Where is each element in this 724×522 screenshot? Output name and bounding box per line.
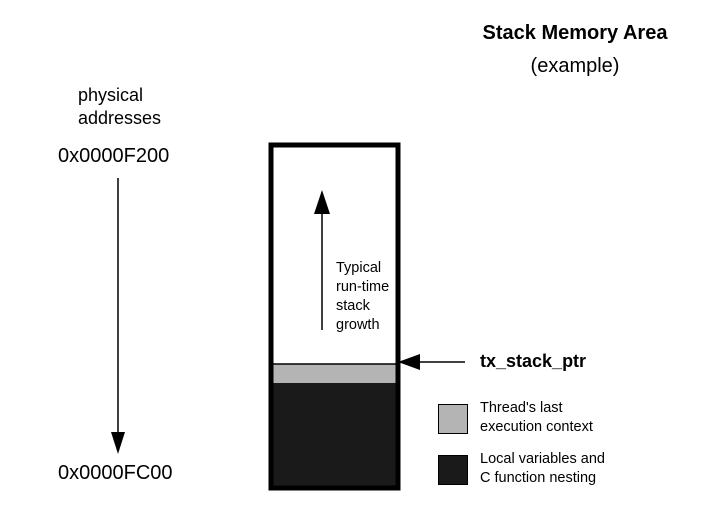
legend-local-variables-line1: Local variables and: [480, 451, 605, 467]
stack-pointer-arrow-head: [398, 354, 420, 370]
legend-item-thread-context: Thread's last execution context: [480, 399, 593, 437]
thread-context-region: [273, 364, 396, 383]
legend-swatch-local-variables: [438, 455, 468, 485]
stack-growth-line2: run-time: [336, 279, 390, 295]
legend-thread-context-line1: Thread's last: [480, 400, 563, 416]
address-axis-label-line1: physical: [78, 85, 144, 105]
diagram-subtitle: (example): [530, 55, 620, 77]
bottom-address: 0x0000FC00: [58, 462, 173, 484]
address-arrow-head: [111, 432, 125, 454]
address-axis-label-line2: addresses: [78, 108, 162, 128]
stack-growth-line1: Typical: [336, 260, 382, 276]
stack-pointer-label: tx_stack_ptr: [480, 351, 587, 371]
local-variables-region: [273, 383, 396, 486]
stack-growth-line4: growth: [336, 317, 380, 333]
stack-growth-label: Typical run-time stack growth: [336, 259, 389, 335]
growth-arrow-head: [314, 190, 330, 214]
stack-growth-line3: stack: [336, 298, 370, 314]
legend-local-variables-line2: C function nesting: [480, 470, 597, 486]
address-axis-label: physical addresses: [78, 84, 161, 130]
legend-item-local-variables: Local variables and C function nesting: [480, 450, 605, 488]
top-address: 0x0000F200: [58, 145, 170, 167]
diagram-title: Stack Memory Area: [482, 22, 668, 44]
legend-thread-context-line2: execution context: [480, 419, 593, 435]
legend-swatch-thread-context: [438, 404, 468, 434]
